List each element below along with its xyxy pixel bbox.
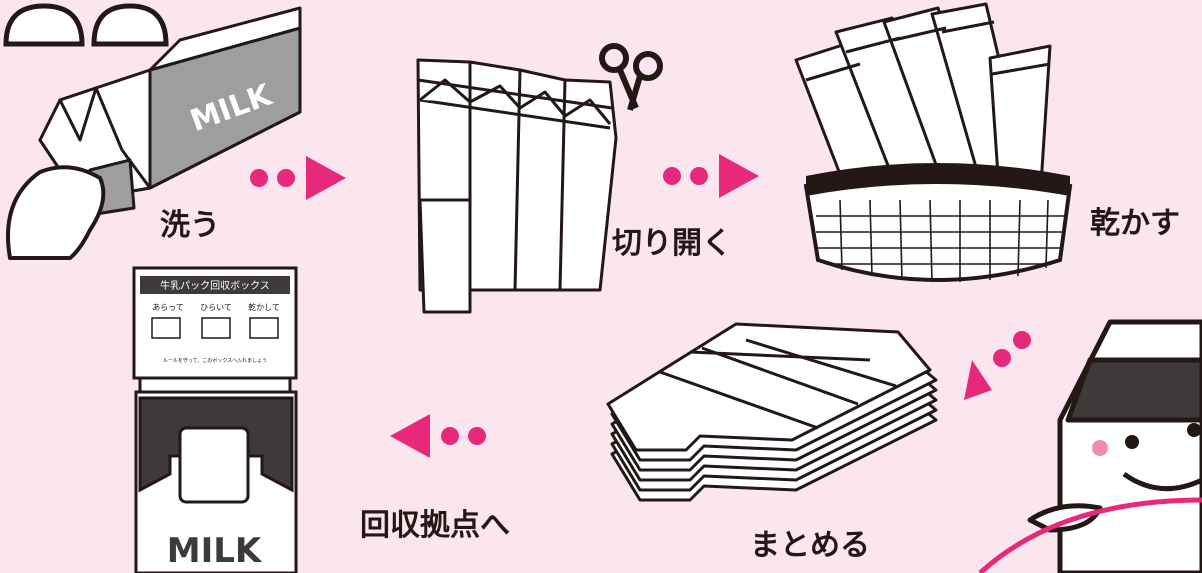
scissors-icon [599, 43, 663, 111]
basket-icon [803, 163, 1073, 283]
collection-box-footer: ルールを守って、このボックスへ入れましょう [163, 357, 267, 364]
step-label-cut-open: 切り開く [612, 226, 732, 261]
arrow-down-left-icon [964, 331, 1031, 400]
arrow-right-icon [663, 154, 759, 198]
collection-box-step-1: あらって [152, 303, 184, 312]
collection-box-front-text: MILK [167, 531, 263, 571]
hand-icon [0, 165, 106, 573]
drying-cartons-icon [794, 2, 1052, 228]
collection-box-icon: 牛乳パック回収ボックス あらって ひらいて 乾かして ルールを守って、このボック… [132, 266, 298, 573]
opened-carton-icon [416, 58, 618, 314]
wash-illustration: MILK [0, 3, 302, 573]
stacked-cartons-icon [606, 322, 938, 502]
collection-box-step-3: 乾かして [248, 302, 280, 312]
arrow-left-icon [390, 414, 486, 458]
collection-box-title: 牛乳パック回収ボックス [160, 279, 270, 292]
step-label-wash: 洗う [160, 208, 220, 243]
step-label-dry: 乾かす [1090, 206, 1180, 241]
faucet-knobs-icon [3, 3, 169, 47]
milk-carton-mascot-icon [978, 319, 1202, 573]
step-label-collect: 回収拠点へ [360, 508, 510, 543]
arrow-right-icon [250, 156, 346, 200]
step-label-stack: まとめる [750, 528, 870, 563]
collection-box-step-2: ひらいて [200, 303, 232, 312]
